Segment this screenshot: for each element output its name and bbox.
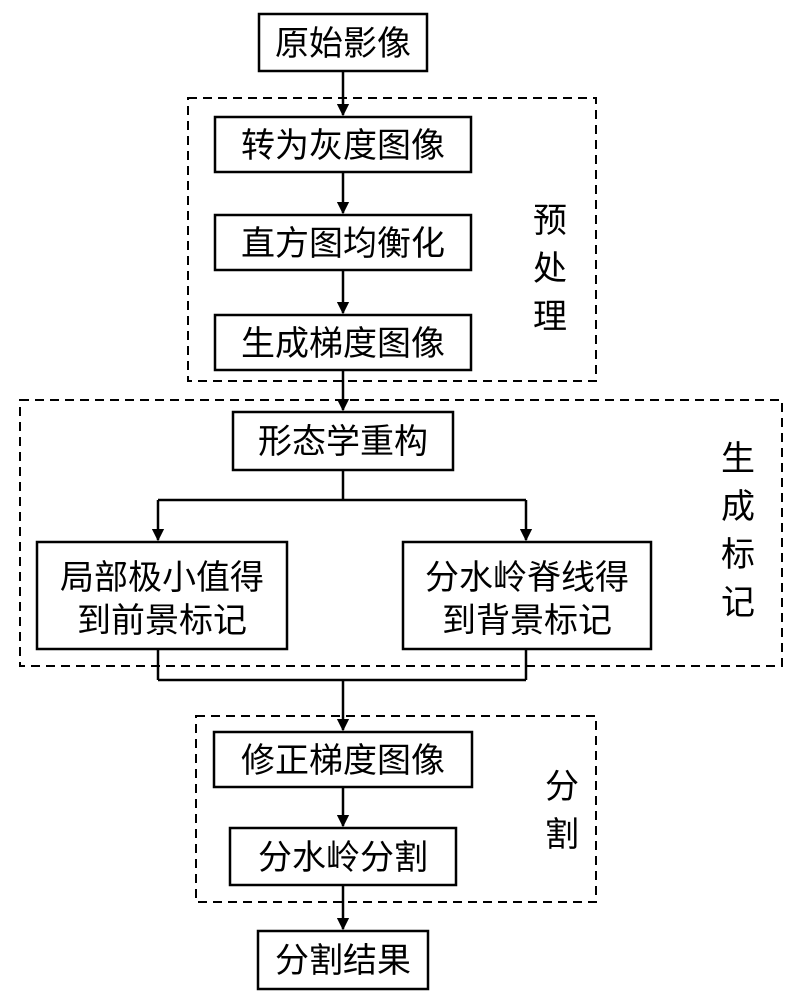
gradient-image-label: 生成梯度图像 bbox=[241, 324, 445, 364]
morphological-reconstruction-label: 形态学重构 bbox=[258, 422, 428, 462]
marker-generation-label-char-4: 记 bbox=[721, 583, 755, 623]
watershed-segmentation-node bbox=[228, 826, 458, 887]
histogram-equalization-node bbox=[213, 213, 473, 272]
morphological-reconstruction-node bbox=[231, 410, 455, 472]
segmentation-result-label: 分割结果 bbox=[275, 941, 411, 981]
preprocessing-label-char-3: 理 bbox=[533, 297, 567, 337]
background-marker-label-line2: 到背景标记 bbox=[442, 601, 612, 641]
background-marker-label-line1: 分水岭脊线得 bbox=[425, 558, 629, 598]
modified-gradient-node bbox=[212, 730, 474, 789]
marker-generation-label-char-2: 成 bbox=[721, 487, 755, 527]
original-image-label: 原始影像 bbox=[275, 24, 411, 64]
background-marker-node bbox=[401, 540, 653, 651]
histogram-equalization-label: 直方图均衡化 bbox=[241, 224, 445, 264]
segmentation-label-char-1: 分 bbox=[545, 767, 579, 807]
foreground-marker-label-line2: 到前景标记 bbox=[77, 601, 247, 641]
to-grayscale-label: 转为灰度图像 bbox=[241, 126, 445, 166]
to-grayscale-node bbox=[213, 115, 473, 174]
foreground-marker-node bbox=[35, 540, 289, 651]
segmentation-result-node bbox=[256, 929, 430, 991]
foreground-marker-label-line1: 局部极小值得 bbox=[60, 558, 264, 598]
preprocessing-label-char-2: 处 bbox=[533, 249, 567, 289]
gradient-image-node bbox=[213, 313, 473, 372]
preprocessing-group bbox=[187, 97, 597, 382]
preprocessing-label-char-1: 预 bbox=[533, 201, 567, 241]
marker-generation-label-char-1: 生 bbox=[721, 439, 755, 479]
watershed-segmentation-label: 分水岭分割 bbox=[258, 838, 428, 878]
segmentation-group bbox=[195, 715, 597, 903]
original-image-node bbox=[257, 12, 429, 73]
modified-gradient-label: 修正梯度图像 bbox=[241, 741, 445, 781]
marker-generation-group bbox=[19, 399, 783, 667]
marker-generation-label-char-3: 标 bbox=[721, 535, 755, 575]
segmentation-label-char-2: 割 bbox=[545, 815, 579, 855]
